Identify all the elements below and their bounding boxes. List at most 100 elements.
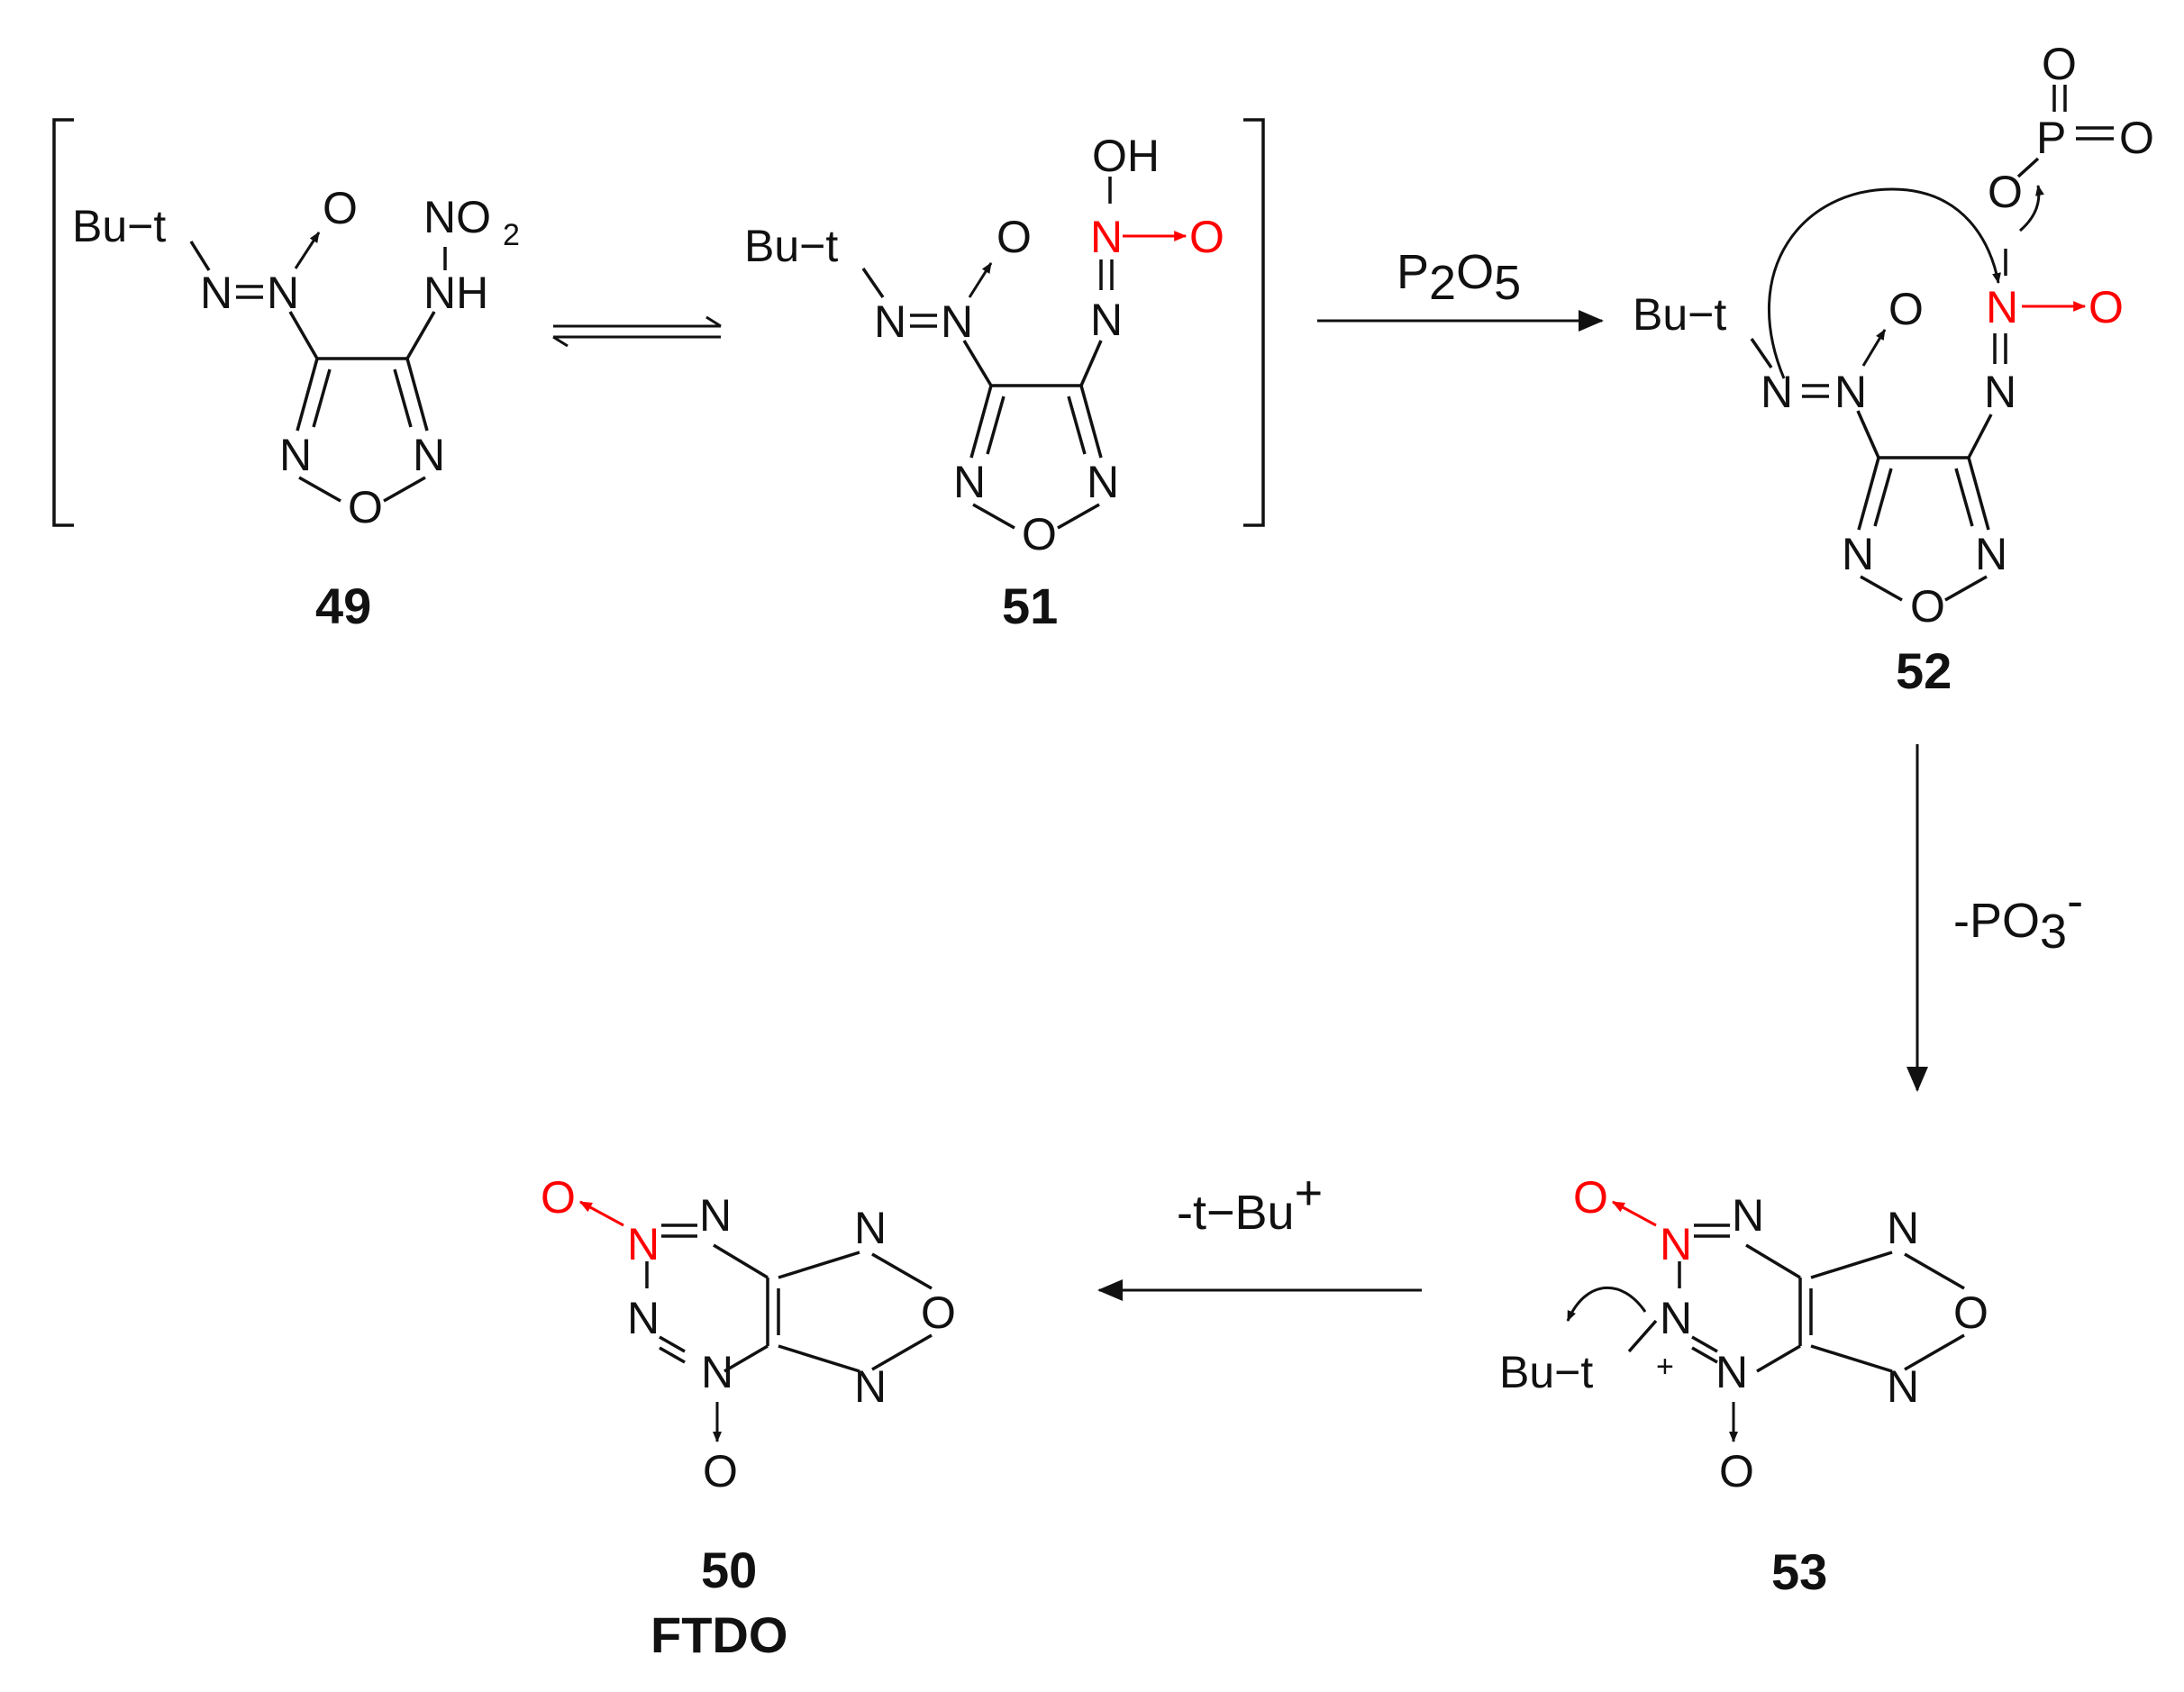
bracket-left	[52, 118, 74, 527]
atom-n: N	[1984, 367, 2016, 417]
atom-n: N	[874, 296, 906, 347]
compound-name-ftdo: FTDO	[651, 1606, 787, 1663]
bond-line	[1967, 457, 1990, 531]
atom-o: O	[1953, 1287, 1988, 1338]
bond-line	[1861, 329, 1887, 367]
bond-line	[1873, 468, 1893, 527]
bond-line	[1750, 338, 1773, 368]
atom-n: N	[267, 268, 299, 318]
substituent-tbu: Bu−t	[72, 201, 166, 251]
bond-line	[659, 1346, 686, 1364]
bond-line	[405, 358, 429, 432]
compound-number-51: 51	[1002, 578, 1058, 634]
reagent-minus-tbu-plus: -t−Bu+	[1177, 1166, 1323, 1240]
bond-line	[52, 118, 74, 527]
atom-n: N	[854, 1361, 887, 1412]
bond-line	[2016, 157, 2040, 178]
atom-o: O	[2119, 113, 2154, 163]
bond-line	[1856, 410, 1880, 459]
bond-line	[1904, 1333, 1965, 1371]
bond-line	[1745, 1243, 1801, 1279]
atom-n-red: N	[1090, 212, 1123, 262]
bond-line	[871, 1333, 933, 1371]
atom-o: O	[1022, 509, 1057, 559]
substituent-tbu: Bu−t	[1633, 289, 1726, 340]
bond-line	[1954, 468, 1974, 527]
atom-n: N	[1715, 1347, 1748, 1397]
substituent-tbu: Bu−t	[744, 221, 838, 271]
atom-o-red: O	[2088, 282, 2124, 332]
compound-number-52: 52	[1896, 642, 1952, 699]
atom-n: N	[627, 1293, 660, 1343]
atom-o: O	[703, 1446, 738, 1496]
atom-n: N	[1887, 1361, 1919, 1412]
atom-o-red: O	[541, 1172, 576, 1223]
substituent-tbu: Bu−t	[1499, 1347, 1593, 1397]
bond-line	[1067, 396, 1087, 455]
bond-line	[968, 262, 993, 298]
bond-line	[1810, 1251, 1893, 1279]
atom-n: N	[1842, 529, 1874, 579]
bond-line	[972, 503, 1015, 530]
bond-line	[1079, 340, 1103, 387]
atom-n: N	[1732, 1190, 1764, 1241]
compound-number-50: 50	[701, 1542, 757, 1598]
bond-line	[288, 311, 319, 359]
atom-n: N	[200, 268, 232, 318]
atom-n-red: N	[1660, 1219, 1692, 1269]
bond-line	[969, 385, 993, 459]
bond-line	[962, 340, 993, 387]
compound-52: N N O N N Bu−t O N N O O P O O	[1633, 39, 2154, 632]
atom-n: N	[854, 1203, 887, 1253]
compound-number-53: 53	[1771, 1543, 1827, 1600]
atom-n: N	[1090, 295, 1123, 345]
bond-line	[393, 368, 413, 428]
compound-53: N N N + N N N O O O Bu−t	[1499, 1172, 1988, 1496]
equilibrium-arrow	[552, 315, 722, 348]
atom-n: N	[941, 296, 973, 347]
bond-line	[405, 311, 436, 359]
atom-n: N	[1087, 457, 1119, 507]
bond-line	[383, 476, 426, 503]
bond-line	[1243, 118, 1265, 527]
atom-o: O	[996, 212, 1032, 262]
compound-number-49: 49	[315, 578, 371, 634]
bond-line	[189, 241, 211, 271]
bond-line	[1857, 457, 1880, 531]
atom-o: O	[2042, 39, 2077, 89]
bond-line	[871, 1252, 933, 1290]
atom-n: N	[701, 1347, 733, 1397]
bond-line	[1627, 1319, 1658, 1353]
atom-n: N	[413, 430, 445, 480]
bond-line	[1691, 1335, 1718, 1353]
bond-line	[296, 358, 319, 432]
atom-o: O	[1719, 1446, 1754, 1496]
bond-line	[1810, 1344, 1893, 1373]
bond-line	[1691, 1346, 1718, 1364]
bracket-right	[1243, 118, 1265, 527]
bond-line	[778, 1251, 860, 1279]
bond-line	[1967, 414, 1993, 459]
atom-n-red: N	[1986, 282, 2018, 332]
bond-line	[861, 268, 885, 298]
bond-line	[1079, 385, 1103, 459]
compound-49: N N O N N Bu−t O NH NO 2	[72, 183, 520, 532]
nitro-group: NO	[423, 192, 491, 242]
bond-line	[1904, 1252, 1965, 1290]
bond-line	[552, 335, 569, 348]
compound-51: N N O N N Bu−t O N N O OH	[744, 131, 1224, 559]
bond-line	[312, 368, 332, 428]
subscript-2: 2	[503, 218, 520, 252]
atom-o: O	[1910, 581, 1945, 632]
bond-line	[294, 232, 321, 269]
bond-line	[986, 396, 1006, 455]
atom-o-red: O	[1573, 1172, 1608, 1223]
bond-line	[1611, 1200, 1657, 1227]
reagent-p2o5: P2O5	[1397, 245, 1521, 310]
bond-line	[1860, 575, 1903, 602]
atom-o-red: O	[1189, 212, 1224, 262]
bond-line	[1566, 1287, 1647, 1322]
atom-n: N	[1761, 367, 1793, 417]
bond-line	[1057, 503, 1100, 530]
